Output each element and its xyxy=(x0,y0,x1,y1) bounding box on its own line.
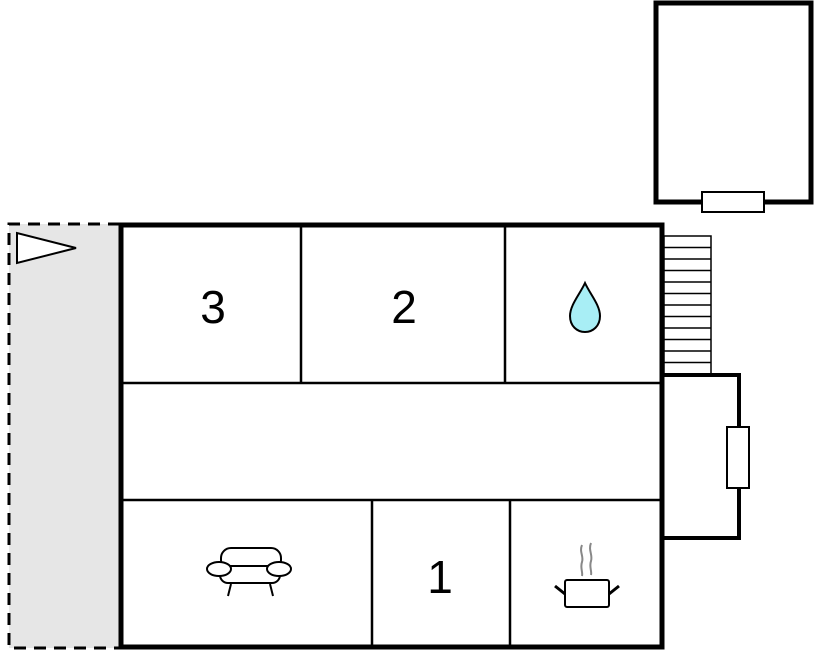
bedroom-3-label: 3 xyxy=(200,281,226,333)
room-kitchen xyxy=(511,501,660,645)
annex xyxy=(653,0,814,213)
interior-walls xyxy=(121,225,662,647)
bedroom-2-label: 2 xyxy=(391,281,417,333)
cooking-pot-icon xyxy=(554,542,620,608)
water-drop-icon xyxy=(568,280,602,334)
house-outline xyxy=(118,222,665,650)
armchair-icon xyxy=(206,547,292,597)
porch xyxy=(662,373,750,540)
flag-icon xyxy=(16,231,77,265)
porch-door xyxy=(726,426,750,489)
terrace xyxy=(7,222,120,650)
bedroom-1-label: 1 xyxy=(427,551,453,603)
room-hallway xyxy=(123,384,660,499)
stairs xyxy=(663,235,712,375)
annex-door xyxy=(701,191,765,213)
